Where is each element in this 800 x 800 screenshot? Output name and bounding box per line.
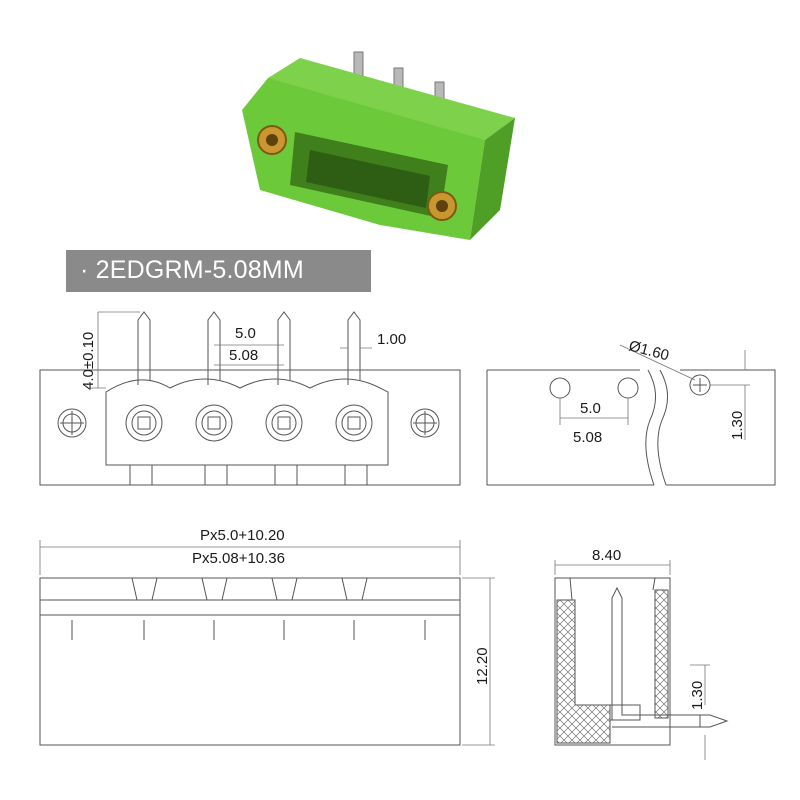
- end-width: 8.40: [592, 547, 621, 564]
- side-height: 12.20: [474, 647, 491, 685]
- pcb-hole-dia: Ø1.60: [627, 337, 671, 364]
- model-banner: · 2EDGRM-5.08MM: [66, 250, 371, 292]
- front-view: 4.0±0.10 5.0 5.08 1.00: [39, 311, 461, 486]
- connector-photo: [242, 51, 515, 240]
- front-pin-width: 1.00: [377, 331, 406, 348]
- photo-housing-top: [268, 58, 515, 140]
- pcb-view: 5.0 5.08 Ø1.60 1.30: [486, 337, 776, 486]
- end-view: 8.40 1.30: [554, 547, 729, 760]
- front-height-dim: 4.0±0.10: [80, 332, 97, 390]
- front-screws: [125, 404, 373, 442]
- side-length-b: Px5.08+10.36: [192, 550, 285, 567]
- pcb-pitch-a: 5.0: [580, 400, 601, 417]
- pcb-pitch-b: 5.08: [573, 429, 602, 446]
- side-view: Px5.0+10.20 Px5.08+10.36 12.20: [39, 527, 495, 746]
- side-pins: [71, 620, 426, 640]
- front-pitch-b: 5.08: [229, 347, 258, 364]
- model-title: · 2EDGRM-5.08MM: [80, 256, 304, 284]
- end-offset: 1.30: [689, 681, 706, 710]
- side-length-a: Px5.0+10.20: [200, 527, 285, 544]
- pcb-offset: 1.30: [729, 411, 746, 440]
- front-pitch-a: 5.0: [235, 325, 256, 342]
